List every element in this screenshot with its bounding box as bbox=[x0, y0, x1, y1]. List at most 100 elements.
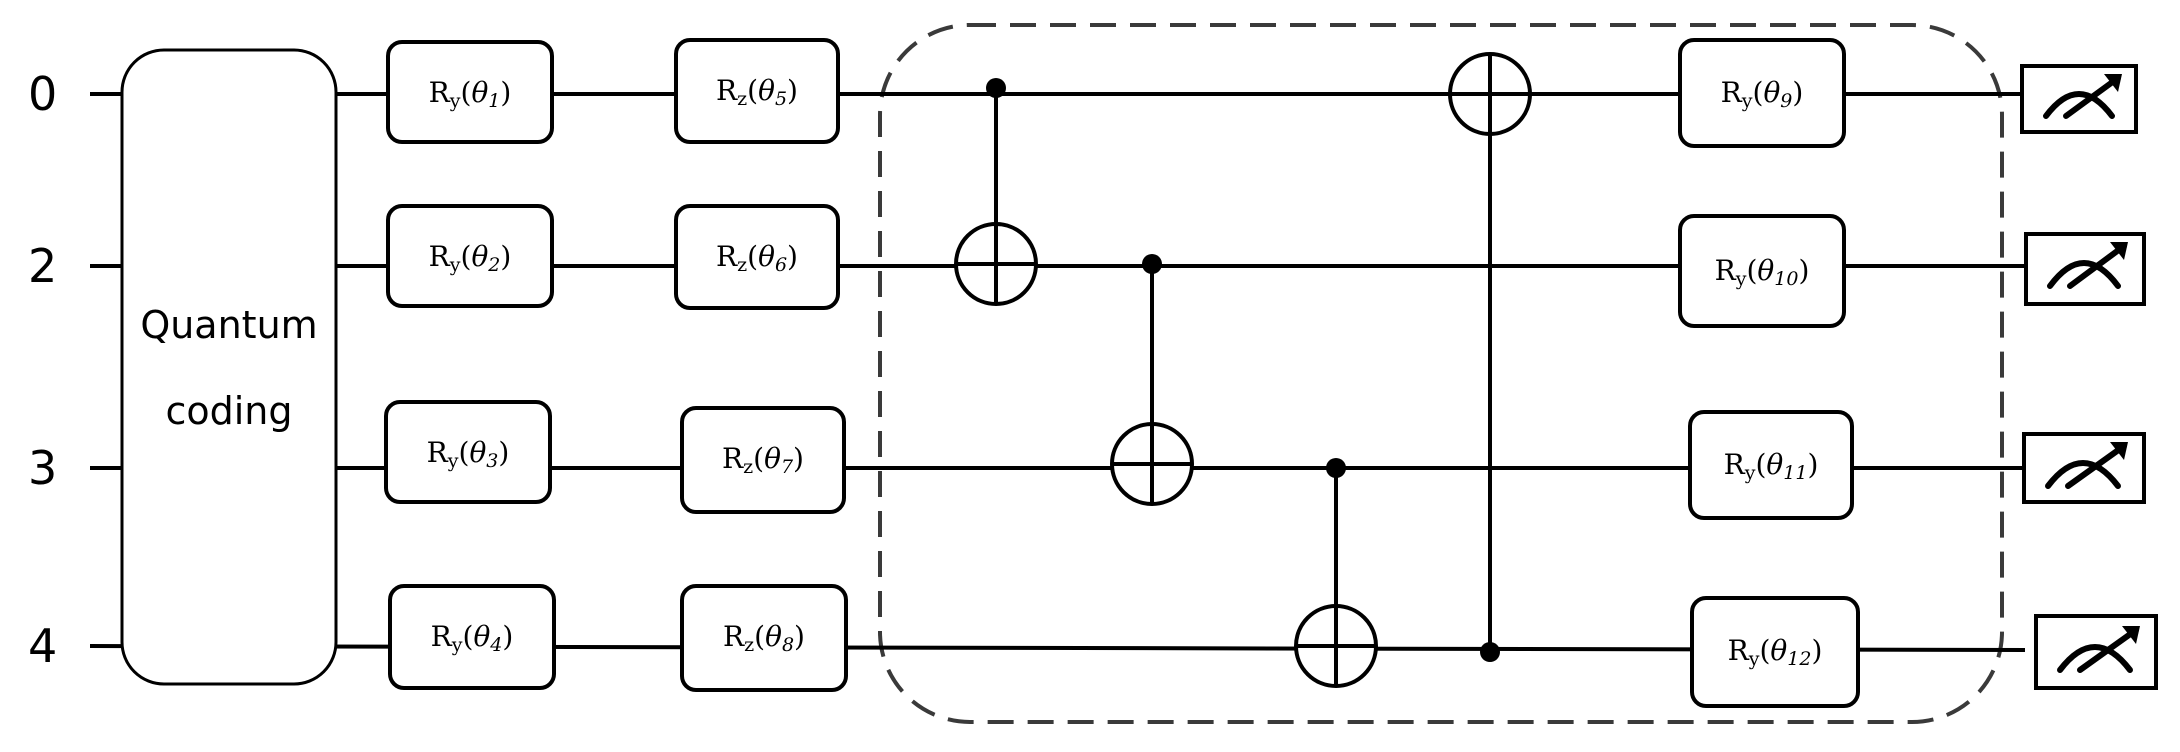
measure-q3 bbox=[2022, 432, 2146, 504]
gate-param: θ bbox=[758, 240, 775, 273]
svg-text:Ry(θ3): Ry(θ3) bbox=[427, 436, 510, 472]
svg-text:Ry(θ4): Ry(θ4) bbox=[431, 620, 514, 656]
gate-base: R bbox=[716, 74, 738, 107]
svg-text:Ry(θ10): Ry(θ10) bbox=[1715, 254, 1810, 290]
svg-text:Ry(θ11): Ry(θ11) bbox=[1724, 448, 1819, 484]
gate-axis: y bbox=[1748, 648, 1760, 670]
measure-q4 bbox=[2034, 614, 2158, 690]
quantum-coding-block: Quantum coding bbox=[120, 48, 338, 686]
rz-gate-6 bbox=[674, 204, 840, 310]
gate-base: R bbox=[429, 76, 451, 109]
svg-text:Ry(θ2): Ry(θ2) bbox=[429, 240, 512, 276]
svg-text:Rz(θ6): Rz(θ6) bbox=[716, 240, 798, 276]
gate-param: θ bbox=[473, 620, 490, 653]
gate-param: θ bbox=[764, 442, 781, 475]
gate-base: R bbox=[1728, 634, 1750, 667]
gate-index: 1 bbox=[488, 90, 500, 112]
gate-axis: y bbox=[447, 450, 459, 472]
meter-needle bbox=[2067, 243, 2127, 289]
meter-needle bbox=[2065, 443, 2127, 489]
gate-axis: z bbox=[737, 254, 747, 276]
meter-needle bbox=[2077, 627, 2139, 673]
ry-gate-9 bbox=[1678, 38, 1846, 148]
meter-arc bbox=[2043, 91, 2115, 119]
measure-q2 bbox=[2024, 232, 2146, 306]
rz-layer: Rz(θ5) Rz(θ6) Rz(θ7) Rz(θ8) bbox=[674, 38, 848, 692]
gate-index: 2 bbox=[487, 254, 500, 276]
svg-text:Rz(θ5): Rz(θ5) bbox=[716, 74, 798, 110]
gate-axis: z bbox=[743, 456, 753, 478]
quantum-coding-label-line1: Quantum bbox=[140, 303, 317, 347]
cnot-4-to-0 bbox=[1448, 52, 1532, 662]
svg-text:Rz(θ8): Rz(θ8) bbox=[723, 620, 805, 656]
rz-gate-5 bbox=[674, 38, 840, 144]
cnot-3-to-4 bbox=[1294, 458, 1378, 688]
gate-index: 12 bbox=[1787, 648, 1811, 670]
entangling-layer-outline bbox=[878, 23, 2004, 724]
quantum-coding-label-line2: coding bbox=[165, 389, 292, 433]
qubit-label-3: 3 bbox=[28, 441, 57, 495]
svg-text:Ry(θ9): Ry(θ9) bbox=[1721, 76, 1804, 112]
ry-gate-1 bbox=[386, 40, 554, 144]
gate-index: 10 bbox=[1774, 268, 1798, 290]
gate-param: θ bbox=[469, 436, 486, 469]
gate-axis: y bbox=[1741, 90, 1753, 112]
meter-arrowhead bbox=[2122, 626, 2140, 644]
ry-gate-4 bbox=[388, 584, 556, 690]
gate-base: R bbox=[722, 442, 744, 475]
gate-axis: y bbox=[1735, 268, 1747, 290]
ry-gate-3 bbox=[384, 400, 552, 504]
gate-axis: y bbox=[1744, 462, 1756, 484]
gate-base: R bbox=[723, 620, 745, 653]
meter-arrowhead bbox=[2110, 242, 2128, 260]
gate-base: R bbox=[1715, 254, 1737, 287]
measure-q0 bbox=[2020, 64, 2138, 134]
cnot-0-to-2 bbox=[954, 78, 1038, 306]
ry-gate-2 bbox=[386, 204, 554, 308]
measurements bbox=[2020, 64, 2158, 690]
meter-arrowhead bbox=[2104, 74, 2122, 92]
cnot-control-dot bbox=[1480, 642, 1500, 662]
qubit-label-0: 0 bbox=[28, 67, 57, 121]
quantum-coding-box bbox=[120, 48, 338, 686]
gate-param: θ bbox=[1766, 448, 1783, 481]
svg-text:Rz(θ7): Rz(θ7) bbox=[722, 442, 804, 478]
meter-needle bbox=[2063, 75, 2121, 119]
gate-axis: z bbox=[744, 634, 754, 656]
gate-base: R bbox=[427, 436, 449, 469]
gate-param: θ bbox=[1763, 76, 1780, 109]
meter-arc bbox=[2045, 460, 2121, 489]
gate-base: R bbox=[1721, 76, 1743, 109]
cnot-control-dot bbox=[1326, 458, 1346, 478]
cnot-control-dot bbox=[986, 78, 1006, 98]
gate-axis: z bbox=[737, 88, 747, 110]
gate-axis: y bbox=[449, 90, 461, 112]
svg-text:Ry(θ12): Ry(θ12) bbox=[1728, 634, 1823, 670]
cnot-2-to-3 bbox=[1110, 254, 1194, 506]
ry-gate-12 bbox=[1690, 596, 1860, 708]
gate-index: 5 bbox=[775, 88, 787, 110]
gate-param: θ bbox=[1770, 634, 1787, 667]
final-ry-layer: Ry(θ9) Ry(θ10) Ry(θ11) Ry(θ12) bbox=[1678, 38, 1860, 708]
gate-index: 9 bbox=[1780, 90, 1792, 112]
gate-base: R bbox=[716, 240, 738, 273]
gate-index: 4 bbox=[489, 634, 502, 656]
gate-axis: y bbox=[449, 254, 461, 276]
gate-axis: y bbox=[451, 634, 463, 656]
gate-index: 7 bbox=[781, 456, 794, 478]
ry-layer: Ry(θ1) Ry(θ2) Ry(θ3) Ry(θ4) bbox=[384, 40, 556, 690]
gate-base: R bbox=[431, 620, 453, 653]
meter-arc bbox=[2057, 644, 2133, 673]
qubit-wires bbox=[89, 92, 2026, 652]
gate-param: θ bbox=[1757, 254, 1774, 287]
gate-index: 6 bbox=[775, 254, 787, 276]
rz-gate-7 bbox=[680, 406, 846, 514]
qubit-label-2: 2 bbox=[28, 239, 57, 293]
meter-arc bbox=[2047, 260, 2121, 289]
gate-param: θ bbox=[758, 74, 775, 107]
meter-arrowhead bbox=[2110, 442, 2128, 460]
cnot-ladder bbox=[954, 52, 1532, 688]
gate-param: θ bbox=[765, 620, 782, 653]
gate-param: θ bbox=[471, 240, 488, 273]
